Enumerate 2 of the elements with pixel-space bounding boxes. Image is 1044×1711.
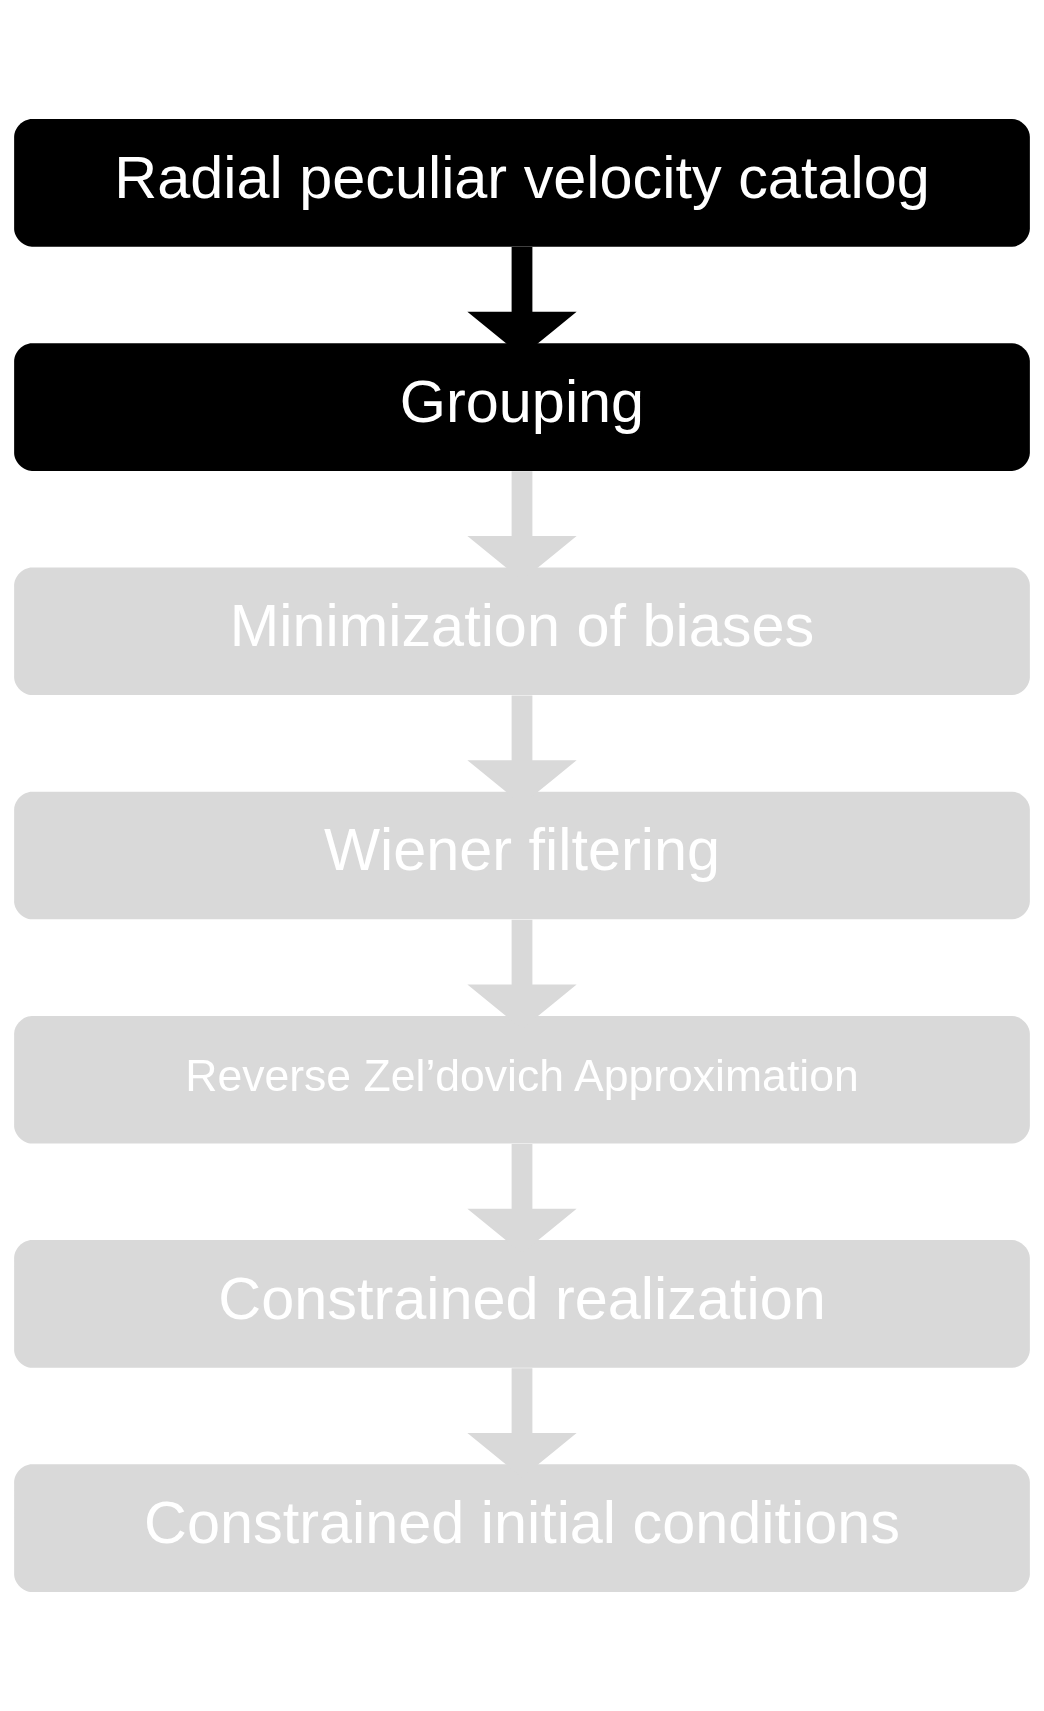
node-box: Grouping [14, 343, 1030, 471]
node-box: Radial peculiar velocity catalog [14, 118, 1030, 247]
